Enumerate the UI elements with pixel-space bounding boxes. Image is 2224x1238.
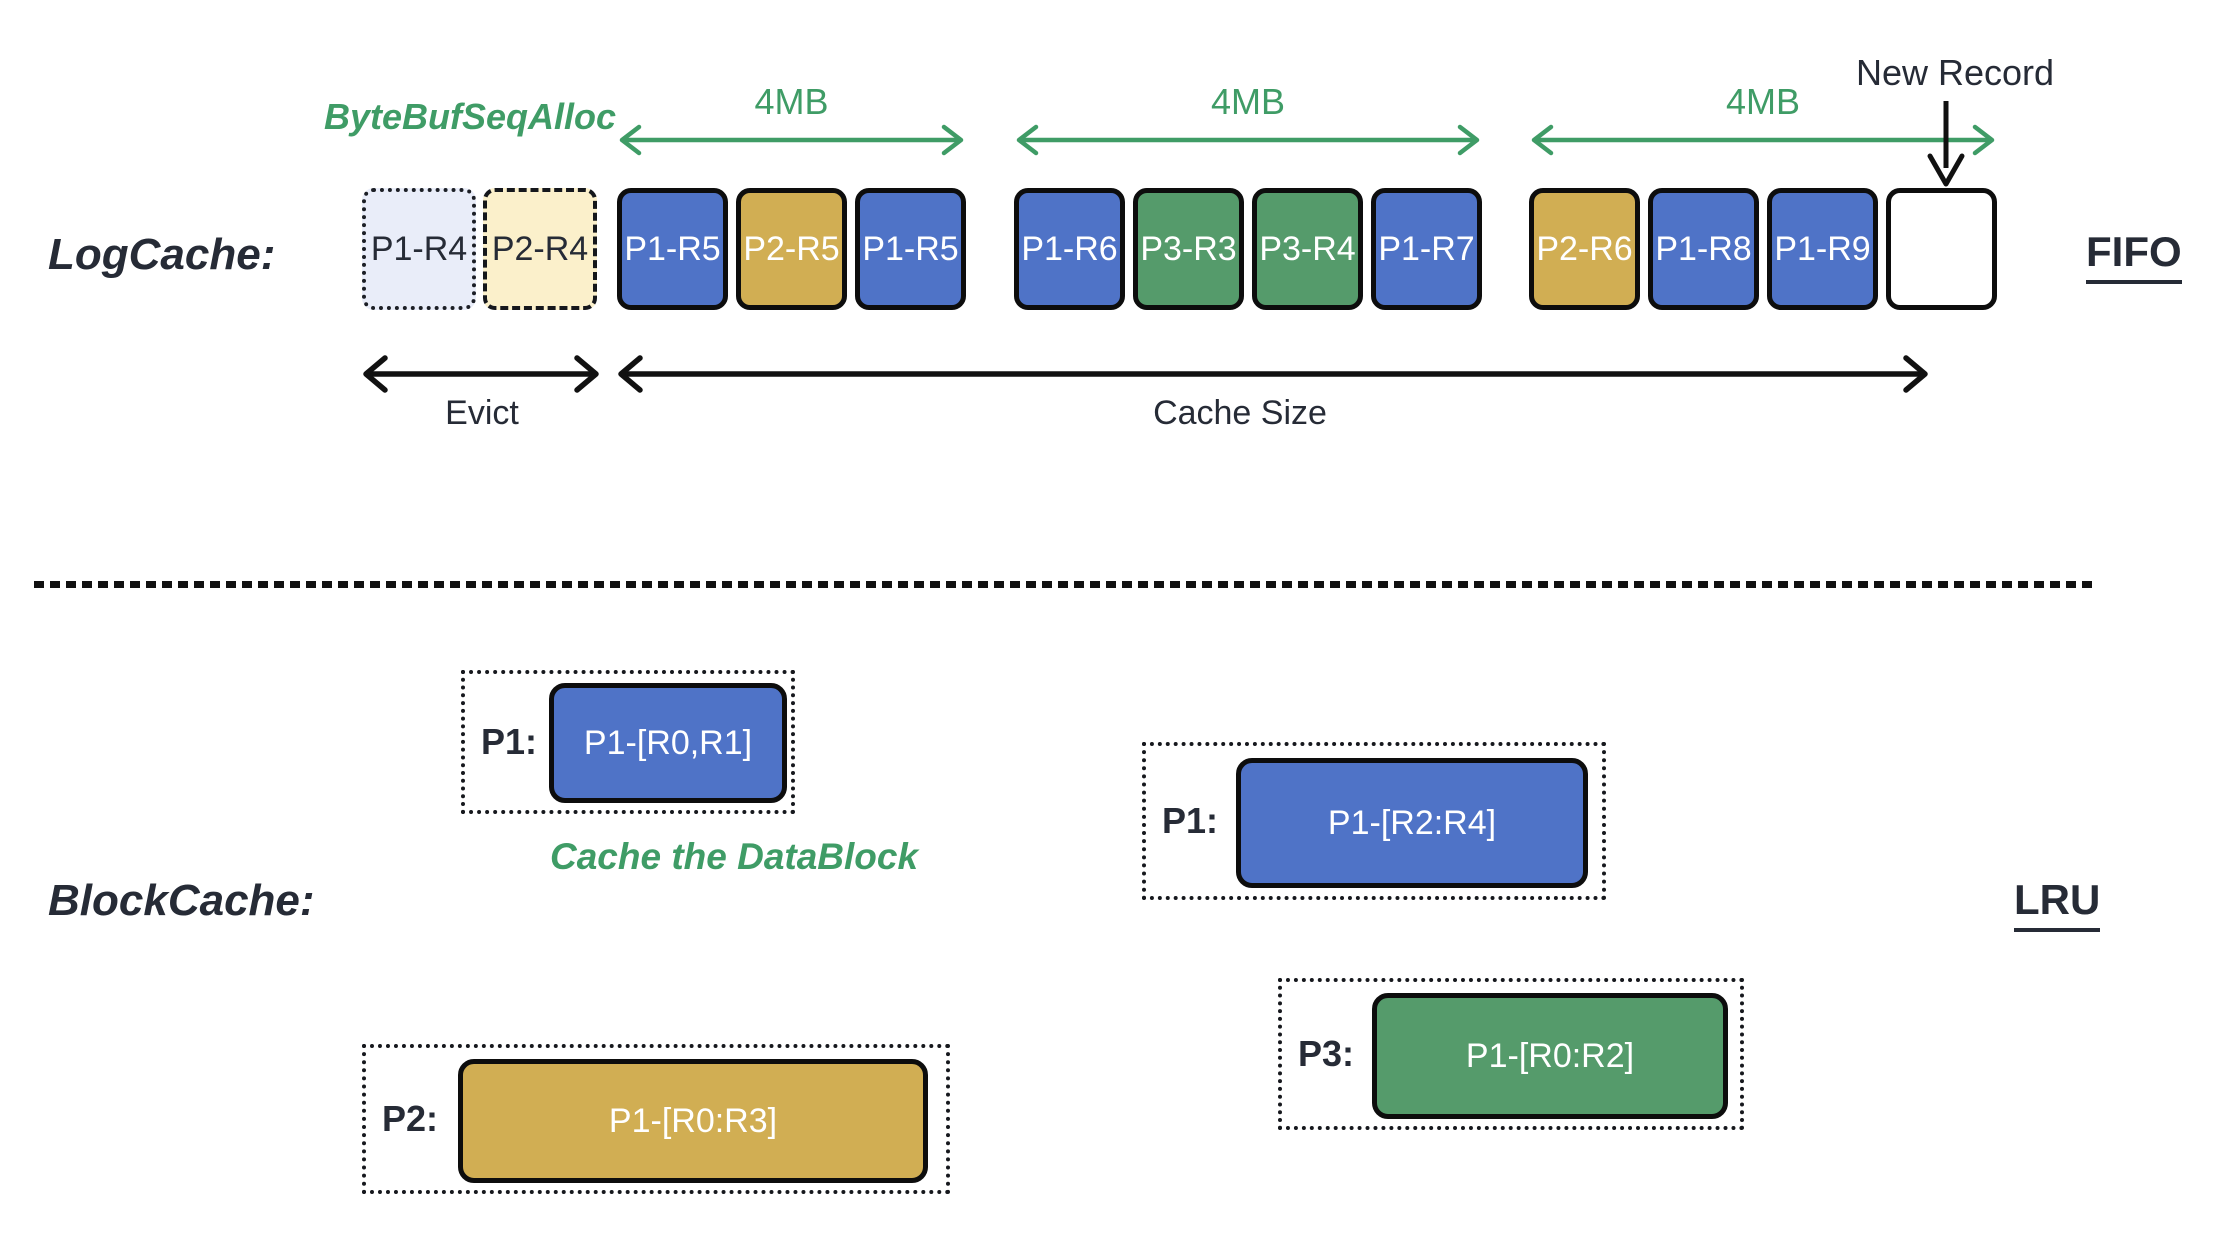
alloc-segment: 4MB [1014, 82, 1482, 158]
alloc-segment: 4MB [617, 82, 966, 158]
alloc-segment: 4MB [1529, 82, 1997, 158]
logcache-title: LogCache: [48, 230, 276, 279]
cache-entry-key: P1: [481, 721, 538, 762]
cache-entry-box: P1: P1-[R2:R4] [1142, 742, 1606, 900]
logcache-block: P2-R4 [483, 188, 597, 310]
cache-entry-box: P3: P1-[R0:R2] [1278, 978, 1744, 1130]
cached-datablock: P1-[R2:R4] [1236, 758, 1588, 888]
logcache-block: P3-R4 [1252, 188, 1363, 310]
cache-entry-box: P1: P1-[R0,R1] [461, 670, 795, 814]
new-record-arrow-icon [1927, 101, 1965, 187]
cache-datablock-caption: Cache the DataBlock [550, 836, 919, 877]
logcache-block [1886, 188, 1997, 310]
allocator-label: ByteBufSeqAlloc [323, 96, 616, 137]
logcache-block: P1-R5 [617, 188, 728, 310]
logcache-block: P1-R5 [855, 188, 966, 310]
evict-label: Evict [445, 394, 519, 432]
logcache-block: P3-R3 [1133, 188, 1244, 310]
cache-size-range-arrow-icon [618, 355, 1928, 393]
cached-datablock: P1-[R0:R3] [458, 1059, 928, 1183]
logcache-block: P2-R5 [736, 188, 847, 310]
logcache-block: P1-R9 [1767, 188, 1878, 310]
logcache-block: P1-R6 [1014, 188, 1125, 310]
alloc-size-label: 4MB [754, 81, 829, 122]
cache-entry-key: P3: [1298, 1033, 1355, 1074]
cache-entry-key: P1: [1162, 800, 1219, 841]
cache-size-label: Cache Size [1153, 394, 1327, 432]
blockcache-title: BlockCache: [48, 876, 315, 925]
cached-datablock: P1-[R0,R1] [549, 683, 787, 803]
double-arrow-icon [1016, 124, 1480, 156]
logcache-block: P2-R6 [1529, 188, 1640, 310]
double-arrow-icon [1531, 124, 1995, 156]
logcache-block: P1-R7 [1371, 188, 1482, 310]
cached-datablock: P1-[R0:R2] [1372, 993, 1728, 1119]
lru-policy-label: LRU [2014, 876, 2101, 932]
alloc-size-label: 4MB [1210, 81, 1286, 122]
cache-entry-box: P2: P1-[R0:R3] [362, 1044, 950, 1194]
cache-entry-key: P2: [382, 1098, 439, 1139]
evict-range-arrow-icon [363, 355, 599, 393]
logcache-block: P1-R4 [362, 188, 476, 310]
logcache-block: P1-R8 [1648, 188, 1759, 310]
section-divider [34, 581, 2092, 588]
fifo-policy-label: FIFO [2086, 228, 2182, 284]
alloc-size-label: 4MB [1725, 81, 1801, 122]
double-arrow-icon [619, 124, 964, 156]
new-record-label: New Record [1855, 52, 2055, 93]
